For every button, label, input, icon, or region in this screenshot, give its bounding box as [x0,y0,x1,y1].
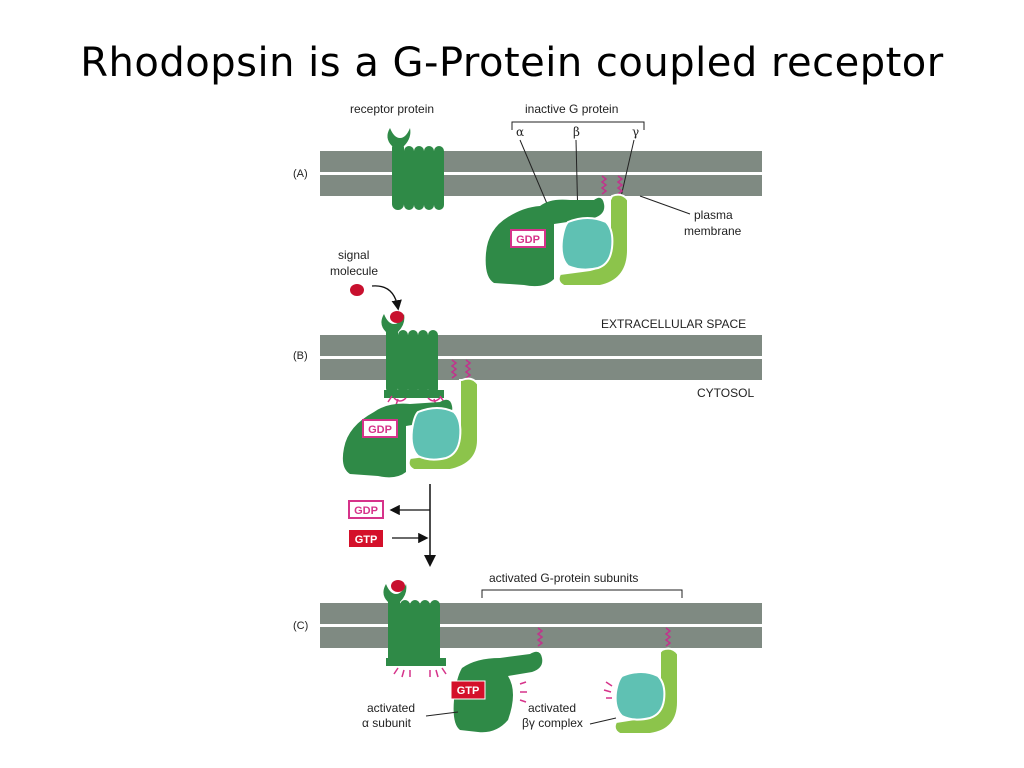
cytosol-label: CYTOSOL [697,386,754,400]
alpha-label: α [516,125,524,139]
alpha-pointer [519,139,549,207]
signal-molecule [350,284,364,296]
panel-c-label: (C) [293,620,308,632]
gdp-badge-a: GDP [510,229,546,248]
svg-text:GTP: GTP [355,534,378,546]
svg-text:GDP: GDP [368,424,392,436]
molecule-label: molecule [330,264,378,278]
beta-label: β [573,125,580,139]
inactive-g-protein-label: inactive G protein [525,102,618,116]
activated-subunits-label: activated G-protein subunits [489,571,638,585]
receptor-protein-a [387,128,444,210]
svg-text:GDP: GDP [354,505,378,517]
subunits-bracket [481,589,683,598]
membrane-label: membrane [684,224,742,238]
plasma-label: plasma [694,208,733,222]
membrane-c [320,603,762,648]
gdp-badge-b: GDP [362,419,398,438]
extracellular-label: EXTRACELLULAR SPACE [601,317,746,331]
gamma-label: γ [632,125,639,139]
bound-signal-molecule-c [391,580,405,592]
gdp-badge-exchange: GDP [348,500,384,519]
g-protein-bracket [511,121,645,130]
svg-text:GDP: GDP [516,234,540,246]
page-title: Rhodopsin is a G-Protein coupled recepto… [80,40,944,86]
activated-bg-label-2: βγ complex [522,716,583,730]
activation-marks-b [387,395,445,406]
activated-alpha-label-2: α subunit [362,716,412,730]
panel-a-label: (A) [293,168,308,180]
receptor-protein-c [383,584,446,666]
gtp-badge-c: GTP [450,680,486,700]
activation-marks-alpha [519,681,527,703]
membrane-pointer [639,195,691,215]
activation-marks-c-receptor [393,667,447,678]
bg-complex-pointer [589,717,617,725]
svg-text:GTP: GTP [457,685,480,697]
exchange-arrows [389,484,436,567]
receptor-protein-label: receptor protein [350,102,434,116]
signal-arrow [371,285,402,311]
signal-label: signal [338,248,369,262]
activation-marks-bg [603,681,613,699]
activated-alpha-subunit [453,627,544,733]
gtp-badge-exchange: GTP [349,530,383,547]
panel-b-label: (B) [293,350,308,362]
activated-bg-label-1: activated [528,701,576,715]
activated-beta-gamma-complex [613,627,679,735]
bound-signal-molecule [390,311,404,323]
activated-alpha-label-1: activated [367,701,415,715]
alpha-subunit-pointer [425,711,459,717]
receptor-protein-b [381,314,444,398]
